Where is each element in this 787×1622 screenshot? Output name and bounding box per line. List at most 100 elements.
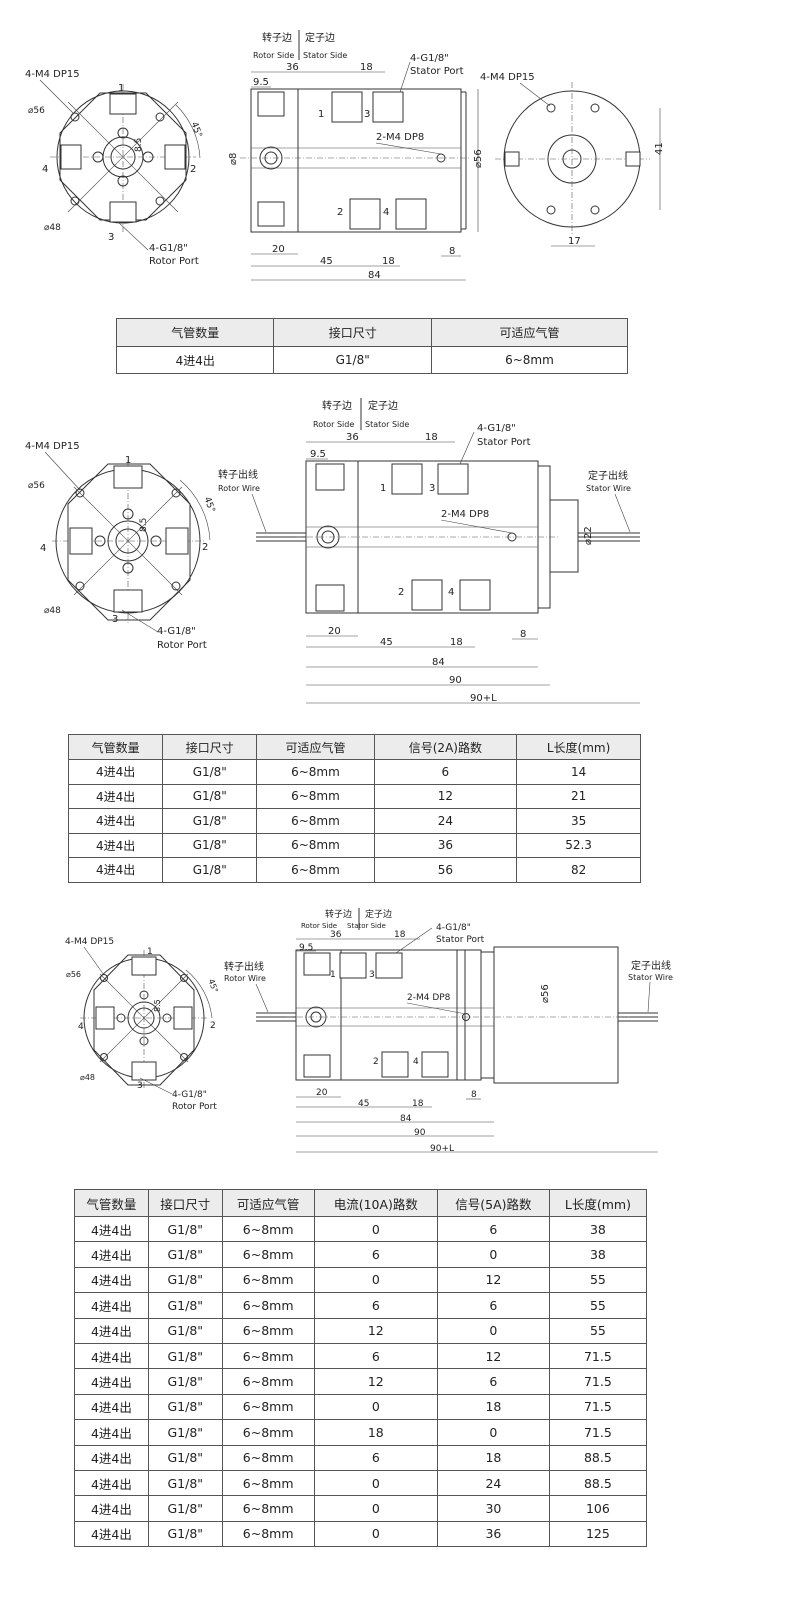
dim-18: 18 (394, 930, 406, 940)
table-cell: 0 (313, 1393, 438, 1421)
dim-8-5: 8.5 (134, 138, 144, 152)
table-cell: 4进4出 (74, 1419, 149, 1446)
d1-side-view: 转子边 Rotor Side 定子边 Stator Side 1 3 2 (228, 30, 484, 281)
table-cell: 0 (313, 1469, 438, 1497)
dim-36: 36 (330, 930, 342, 940)
callout-stator-port-b: Stator Port (436, 935, 485, 945)
table-cell: 6~8mm (221, 1215, 315, 1243)
table-header-row: 气管数量 接口尺寸 可适应气管 电流(10A)路数 信号(5A)路数 L长度(m… (74, 1189, 648, 1217)
dim-90: 90 (449, 675, 462, 686)
callout-angle: 45° (188, 121, 203, 139)
table-cell: 4进4出 (115, 346, 275, 374)
port-number: 3 (429, 483, 435, 494)
table-cell: 6~8mm (221, 1495, 315, 1522)
table-header-row: 气管数量 接口尺寸 可适应气管 (115, 318, 629, 347)
dim-18b: 18 (382, 256, 395, 267)
port-number: 3 (364, 109, 370, 120)
table-cell: 36 (436, 1520, 550, 1548)
table-cell: G1/8" (147, 1444, 223, 1471)
d2-front-view: 1 2 3 4 4-M4 DP15 ⌀56 ⌀48 45° 8.5 4-G1/8… (25, 441, 216, 651)
table-header: 信号(2A)路数 (373, 734, 518, 760)
table-cell: G1/8" (147, 1469, 223, 1497)
callout-m4dp8: 2-M4 DP8 (407, 993, 451, 1003)
table-header: 接口尺寸 (273, 318, 432, 347)
rotor-side-en: Rotor Side (313, 420, 354, 429)
callout-angle: 45° (201, 496, 216, 514)
table-cell: 6~8mm (221, 1241, 315, 1268)
callout-stator-port-b: Stator Port (410, 66, 464, 77)
rotor-wire-en: Rotor Wire (224, 974, 266, 983)
dim-8-5: 8.5 (153, 999, 162, 1012)
stator-side-en: Stator Side (365, 420, 409, 429)
table-cell: 6~8mm (221, 1342, 315, 1370)
table-cell: G1/8" (162, 783, 258, 809)
dim-90-plus-l: 90+L (470, 693, 497, 704)
table-cell: 82 (516, 857, 641, 883)
table-cell: 4进4出 (74, 1368, 149, 1395)
rotor-side-cn: 转子边 (322, 399, 352, 412)
stator-wire-en: Stator Wire (628, 973, 673, 982)
d2-side-view: 转子边 Rotor Side 定子边 Stator Side 转子出线 Roto… (218, 398, 640, 704)
table-cell: G1/8" (147, 1393, 223, 1421)
table-header: 气管数量 (115, 318, 275, 347)
port-number: 3 (108, 232, 114, 243)
table-cell: 6~8mm (256, 759, 375, 785)
dim-18: 18 (360, 62, 373, 73)
callout-rotor-port-b: Rotor Port (149, 256, 199, 267)
callout-rotor-port-b: Rotor Port (172, 1102, 217, 1112)
table-cell: G1/8" (162, 759, 258, 785)
port-number: 3 (369, 970, 375, 980)
callout-rear-bolt: 4-M4 DP15 (480, 72, 535, 83)
spec-table-3: 气管数量 接口尺寸 可适应气管 电流(10A)路数 信号(5A)路数 L长度(m… (74, 1189, 648, 1548)
table-cell: 55 (548, 1292, 648, 1319)
table-cell: 4进4出 (74, 1215, 149, 1243)
dim-dia22: ⌀22 (583, 526, 594, 545)
callout-stator-port-a: 4-G1/8" (410, 53, 449, 64)
table-cell: 0 (436, 1241, 550, 1268)
table-cell: 55 (548, 1266, 648, 1294)
table-cell: 6 (313, 1342, 438, 1370)
stator-wire-en: Stator Wire (586, 484, 631, 493)
table-cell: 6~8mm (221, 1419, 315, 1446)
dim-41: 41 (654, 142, 665, 155)
table-cell: 6~8mm (221, 1393, 315, 1421)
table-cell: 4进4出 (74, 1342, 149, 1370)
table-cell: 35 (516, 808, 641, 834)
table-cell: 6~8mm (430, 346, 629, 374)
port-number: 1 (330, 970, 336, 980)
table-cell: 12 (373, 783, 518, 809)
callout-dia48: ⌀48 (44, 223, 61, 233)
drawing-2: 1 2 3 4 4-M4 DP15 ⌀56 ⌀48 45° 8.5 4-G1/8… (25, 398, 640, 704)
dim-8b: 8 (471, 1090, 477, 1100)
stator-wire-cn: 定子出线 (588, 469, 628, 482)
table-cell: 18 (313, 1419, 438, 1446)
dim-17: 17 (568, 236, 581, 247)
table-cell: G1/8" (147, 1368, 223, 1395)
port-number: 2 (190, 164, 196, 175)
port-number: 2 (210, 1021, 216, 1031)
callout-front-bolt: 4-M4 DP15 (65, 937, 114, 947)
stator-side-cn: 定子边 (305, 31, 335, 44)
table-cell: 12 (436, 1266, 550, 1294)
port-number: 4 (383, 207, 389, 218)
callout-rotor-port-a: 4-G1/8" (149, 243, 188, 254)
dim-84: 84 (432, 657, 445, 668)
table-cell: 24 (436, 1469, 550, 1497)
table-cell: 6~8mm (221, 1368, 315, 1395)
table-cell: 4进4出 (74, 1495, 149, 1522)
table-cell: 38 (548, 1215, 648, 1243)
table-cell: 6~8mm (221, 1266, 315, 1294)
dim-84: 84 (400, 1114, 412, 1124)
table-cell: G1/8" (162, 808, 258, 834)
